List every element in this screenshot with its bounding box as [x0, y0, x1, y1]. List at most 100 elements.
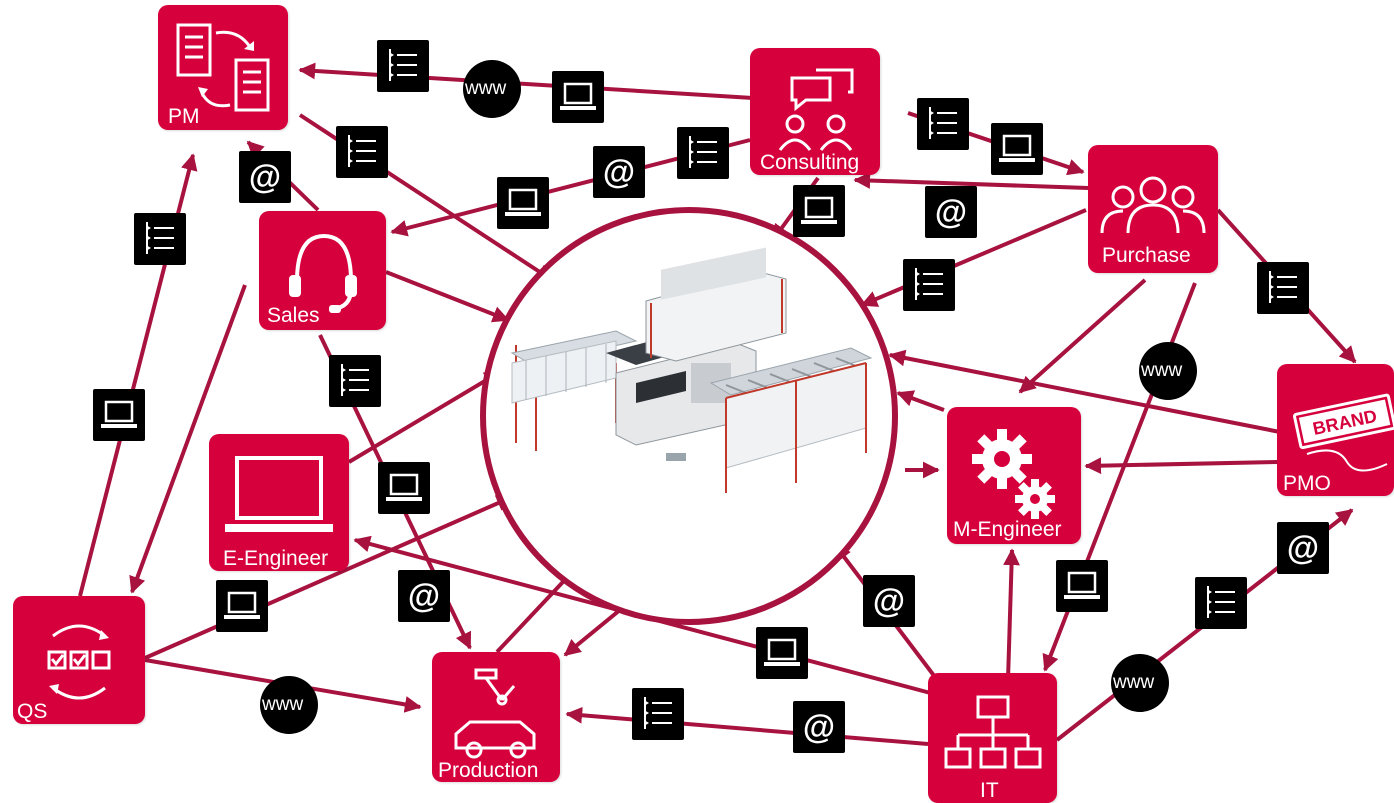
connection-arrow [565, 706, 929, 746]
laptop-icon [801, 196, 837, 224]
laptop-icon [101, 400, 137, 428]
node-it: IT [928, 673, 1057, 803]
node-label: IT [980, 779, 999, 802]
laptop-icon [1064, 571, 1100, 599]
list-badge [903, 259, 955, 311]
node-qs: QS [13, 596, 145, 724]
node-label: Production [438, 759, 539, 782]
list-badge [917, 98, 969, 150]
laptop-badge [378, 462, 430, 514]
laptop-icon [560, 82, 596, 110]
list-icon [389, 49, 417, 81]
screen-printing-machine-icon [510, 247, 873, 493]
laptop-icon [764, 638, 800, 666]
laptop-badge [497, 177, 549, 229]
node-label: Sales [267, 304, 320, 327]
connection-arrow [860, 208, 1087, 307]
list-badge [1195, 577, 1247, 629]
network-hierarchy-icon [944, 695, 1042, 769]
connection-arrow [1084, 457, 1279, 475]
at-badge: @ [593, 146, 645, 198]
list-icon [1207, 586, 1235, 618]
list-badge [336, 126, 388, 178]
connection-arrow [853, 172, 1089, 190]
at-icon: @ [248, 158, 282, 195]
connection-arrow [385, 270, 510, 323]
www-icon: www [465, 78, 507, 99]
connection-arrow [1003, 548, 1020, 681]
at-icon: @ [872, 582, 906, 619]
list-badge [1257, 262, 1309, 314]
laptop-icon [224, 591, 260, 619]
at-badge: @ [863, 575, 915, 627]
laptop-badge [756, 627, 808, 679]
list-badge [677, 127, 729, 179]
node-e-engineer: E-Engineer [209, 434, 349, 571]
people-chat-icon [778, 68, 854, 151]
document-exchange-icon [176, 23, 270, 112]
node-label: E-Engineer [223, 547, 329, 570]
connection-arrow [896, 390, 945, 412]
connection-arrow [144, 495, 514, 660]
node-pmo: BRAND PMO [1277, 364, 1394, 496]
node-label: M-Engineer [953, 518, 1062, 541]
at-icon: @ [602, 153, 636, 190]
laptop-badge [552, 71, 604, 123]
checklist-cycle-icon [47, 624, 111, 700]
node-m-engineer: M-Engineer [947, 407, 1081, 544]
connection-arrow [1018, 278, 1147, 394]
node-production: Production [432, 652, 560, 782]
laptop-badge [991, 123, 1043, 175]
connection-arrow [888, 349, 1281, 434]
list-icon [146, 222, 174, 254]
www-badge: www [1139, 342, 1197, 400]
at-icon: @ [407, 577, 441, 614]
list-icon [929, 107, 957, 139]
list-badge [134, 213, 186, 265]
at-icon: @ [934, 193, 968, 230]
at-icon: @ [1286, 529, 1320, 566]
list-icon [644, 697, 672, 729]
list-icon [915, 268, 943, 300]
www-badge: www [260, 676, 318, 734]
gears-icon [972, 429, 1055, 519]
node-label: Purchase [1102, 244, 1191, 267]
headset-icon [289, 233, 357, 313]
at-badge: @ [239, 151, 291, 203]
list-icon [348, 135, 376, 167]
node-purchase: Purchase [1088, 145, 1218, 273]
list-badge [377, 40, 429, 92]
node-label: QS [17, 700, 48, 723]
list-badge [632, 688, 684, 740]
at-icon: @ [802, 708, 836, 745]
www-badge: www [463, 60, 521, 118]
node-label: Consulting [760, 151, 860, 174]
group-icon [1100, 176, 1206, 234]
node-label: PM [168, 105, 200, 128]
laptop-icon [999, 134, 1035, 162]
robot-arm-car-icon [454, 668, 536, 759]
node-consulting: Consulting [750, 48, 880, 175]
monitor-icon [225, 456, 333, 532]
center-machine-hub [480, 207, 898, 625]
www-icon: www [262, 694, 304, 715]
at-badge: @ [398, 570, 450, 622]
list-icon [689, 136, 717, 168]
at-badge: @ [1277, 522, 1329, 574]
laptop-badge [216, 580, 268, 632]
at-badge: @ [925, 186, 977, 238]
laptop-icon [386, 473, 422, 501]
list-badge [329, 355, 381, 407]
list-icon [1269, 271, 1297, 303]
node-sales: Sales [259, 211, 386, 330]
node-pm: PM [158, 5, 288, 130]
www-icon: www [1141, 360, 1183, 381]
at-badge: @ [793, 701, 845, 753]
www-icon: www [1113, 672, 1155, 693]
brand-tag-icon: BRAND [1293, 393, 1394, 472]
laptop-badge [1056, 560, 1108, 612]
laptop-badge [93, 389, 145, 441]
node-label: PMO [1283, 472, 1331, 495]
list-icon [341, 364, 369, 396]
